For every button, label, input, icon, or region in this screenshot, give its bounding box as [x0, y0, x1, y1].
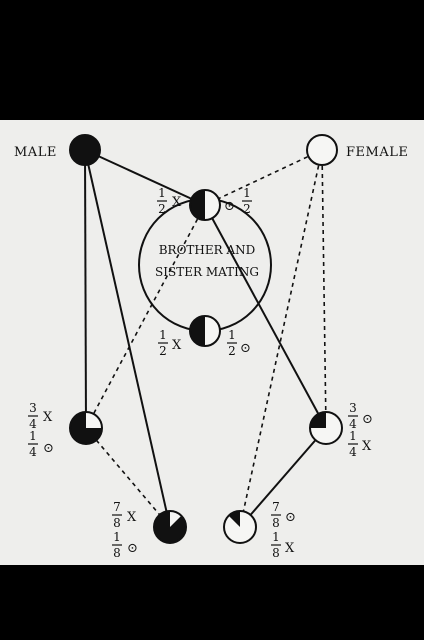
line-male-to-left-gen3 — [84, 149, 171, 528]
fraction-denominator: 2 — [158, 202, 166, 216]
mating-caption-line1: BROTHER AND — [159, 243, 256, 257]
brother-node — [189, 189, 221, 221]
node-fill — [228, 511, 240, 527]
fraction-numerator: 1 — [272, 530, 280, 544]
left-gen3-labels: 7 8 X 1 8 ⊙ — [112, 500, 138, 560]
fraction-numerator: 3 — [349, 401, 357, 415]
right-gen3-node — [223, 510, 257, 544]
left-gen2-labels: 3 4 X 1 4 ⊙ — [28, 401, 54, 459]
dash-left-gen2-to-left-gen3 — [85, 427, 171, 528]
right-gen2-o-fraction: 3 4 ⊙ — [348, 401, 373, 431]
right-gen2-node — [309, 411, 343, 445]
left-gen2-node — [69, 411, 103, 445]
fraction-numerator: 1 — [243, 186, 251, 200]
sister-labels: 1 2 X 1 2 ⊙ — [158, 328, 251, 358]
fraction-denominator: 8 — [272, 546, 280, 560]
o-symbol: ⊙ — [43, 441, 54, 456]
node-outline — [69, 134, 101, 166]
nodes-layer — [69, 134, 343, 544]
fraction-denominator: 2 — [228, 344, 236, 358]
fraction-denominator: 4 — [29, 417, 37, 431]
fraction-numerator: 7 — [272, 500, 280, 514]
fraction-numerator: 1 — [228, 328, 236, 342]
sister-o-fraction: 1 2 ⊙ — [227, 328, 251, 358]
fraction-denominator: 4 — [349, 417, 357, 431]
right-gen3-labels: 7 8 ⊙ 1 8 X — [271, 500, 296, 560]
sister-node — [189, 315, 221, 347]
dash-female-to-right-gen3 — [239, 149, 323, 528]
x-symbol: X — [362, 439, 372, 454]
left-gen2-x-fraction: 3 4 X — [28, 401, 53, 431]
node-fill — [190, 190, 205, 220]
fraction-denominator: 4 — [29, 445, 37, 459]
node-fill — [70, 135, 100, 165]
fraction-numerator: 1 — [159, 328, 167, 342]
mating-caption-line2: SISTER MATING — [155, 265, 259, 279]
fraction-denominator: 4 — [349, 445, 357, 459]
node-fill — [310, 412, 326, 428]
fraction-numerator: 1 — [113, 530, 121, 544]
fraction-numerator: 1 — [349, 429, 357, 443]
dash-female-to-right-gen2 — [321, 149, 327, 429]
node-fill — [153, 510, 186, 543]
left-gen3-node — [153, 510, 187, 544]
o-symbol: ⊙ — [240, 341, 251, 356]
fraction-numerator: 3 — [29, 401, 37, 415]
line-male-to-left-gen2 — [84, 149, 87, 429]
x-symbol: X — [285, 541, 295, 556]
fraction-denominator: 8 — [272, 516, 280, 530]
fraction-numerator: 1 — [29, 429, 37, 443]
fraction-numerator: 1 — [158, 186, 166, 200]
x-symbol: X — [172, 338, 182, 353]
line-right-gen2-to-right-gen3 — [239, 427, 327, 528]
female-node — [306, 134, 338, 166]
dash-sister-to-left-gen2 — [85, 204, 206, 429]
line-sister-to-right-gen2 — [204, 204, 327, 429]
fraction-numerator: 7 — [113, 500, 121, 514]
node-outline — [153, 510, 187, 544]
right-gen3-x-fraction: 1 8 X — [271, 530, 295, 560]
x-symbol: X — [43, 410, 53, 425]
sister-x-fraction: 1 2 X — [158, 328, 182, 358]
node-outline — [69, 411, 103, 445]
o-symbol: ⊙ — [224, 199, 235, 214]
node-fill — [190, 316, 205, 346]
left-gen2-o-fraction: 1 4 ⊙ — [28, 429, 54, 459]
fraction-denominator: 2 — [243, 202, 251, 216]
node-outline — [309, 411, 343, 445]
node-background — [307, 135, 337, 165]
x-symbol: X — [172, 195, 182, 210]
brother-x-fraction: 1 2 X — [157, 186, 182, 216]
o-symbol: ⊙ — [127, 541, 138, 556]
node-outline — [189, 189, 221, 221]
left-gen3-o-fraction: 1 8 ⊙ — [112, 530, 138, 560]
line-male-to-brother — [84, 149, 206, 206]
connector-lines — [84, 149, 327, 528]
right-gen2-labels: 3 4 ⊙ 1 4 X — [348, 401, 373, 459]
brother-o-fraction: ⊙ 1 2 — [224, 186, 252, 216]
node-outline — [223, 510, 257, 544]
o-symbol: ⊙ — [362, 412, 373, 427]
dashed-lines — [85, 149, 327, 528]
fraction-denominator: 8 — [113, 546, 121, 560]
x-symbol: X — [127, 510, 137, 525]
male-label: MALE — [14, 145, 57, 160]
right-gen3-o-fraction: 7 8 ⊙ — [271, 500, 296, 530]
o-symbol: ⊙ — [285, 510, 296, 525]
left-gen3-x-fraction: 7 8 X — [112, 500, 137, 530]
female-label: FEMALE — [346, 145, 408, 160]
node-outline — [306, 134, 338, 166]
dash-female-to-brother — [204, 149, 323, 206]
node-outline — [189, 315, 221, 347]
male-node — [69, 134, 101, 166]
node-fill — [70, 412, 102, 444]
right-gen2-x-fraction: 1 4 X — [348, 429, 372, 459]
fraction-denominator: 8 — [113, 516, 121, 530]
brother-labels: 1 2 X ⊙ 1 2 — [157, 186, 252, 216]
fraction-denominator: 2 — [159, 344, 167, 358]
